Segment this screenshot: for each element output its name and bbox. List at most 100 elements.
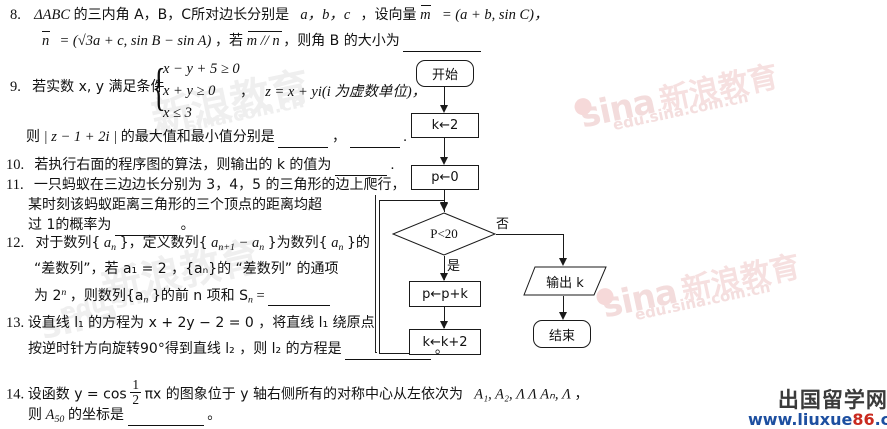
flowchart-end-node[interactable]: 结束 bbox=[533, 320, 591, 348]
q9-z-definition: ， z = x + yi(i 为虚数单位)， bbox=[240, 85, 426, 100]
q14-a-symbol: A bbox=[45, 407, 55, 423]
q9-constraint-3: x ≤ 3 bbox=[163, 106, 192, 121]
question-8-line-2: n = (√3a + c, sin B − sin A) ，若 m // n ，… bbox=[42, 31, 482, 52]
q14-points: A₁, A₂, Λ Λ Aₙ, Λ bbox=[474, 386, 571, 403]
flowchart-loopback-bottom bbox=[379, 353, 410, 354]
flowchart-loopback-left bbox=[379, 200, 380, 354]
question-11-line-2: 某时刻该蚂蚁距离三角形的三个顶点的距离均超 bbox=[28, 198, 322, 213]
sina-watermark-url: edu.sina.com.cn bbox=[611, 87, 750, 135]
flowchart-yes-label: 是 bbox=[447, 259, 461, 274]
q11-text-1: 一只蚂蚁在三边边长分别为 3，4，5 的三角形的边上爬行， bbox=[33, 177, 406, 193]
q8-text-c: ，若 bbox=[214, 33, 243, 49]
flowchart-arrow-accumulate-to-increment bbox=[440, 321, 448, 329]
liuxue-logo[interactable]: 出国留学网 www.liuxue86.com bbox=[748, 390, 887, 428]
flowchart-no-label: 否 bbox=[496, 217, 510, 232]
q9-constraint-3-text: x ≤ 3 bbox=[163, 105, 192, 121]
q10-text: 若执行右面的程序图的算法，则输出的 k 的值为 bbox=[34, 157, 332, 173]
flowchart-connector-k-to-p bbox=[444, 138, 445, 163]
q12-number: 12. bbox=[6, 235, 25, 251]
q14-text-end: ， bbox=[574, 386, 589, 403]
q9-answer-blank-1[interactable]: ______ bbox=[278, 132, 329, 148]
q12-c: a bbox=[211, 235, 219, 251]
question-11-line-3: 过 1的概率为 ________ 。 bbox=[28, 218, 195, 236]
sina-watermark-top: sina 新浪教育 edu.sina.com.cn bbox=[572, 52, 782, 137]
question-13-line-2: 按逆时针方向旋转90°得到直线 l₂ ，则 l₂ 的方程是 __________… bbox=[28, 342, 449, 360]
q10-answer-blank[interactable]: ______ bbox=[335, 160, 388, 176]
q8-answer-blank[interactable]: __________ bbox=[403, 36, 482, 52]
flowchart-output-label: 输出 k bbox=[546, 275, 584, 291]
q12-exp: n bbox=[61, 287, 67, 298]
q10-period: . bbox=[390, 157, 395, 173]
sina-watermark-url-2: edu.sina.com.cn bbox=[633, 277, 772, 325]
q9-answer-separator: ， bbox=[331, 129, 346, 145]
q9-text-maxmin: 的最大值和最小值分别是 bbox=[120, 129, 275, 145]
flowchart-connector-yes bbox=[444, 256, 445, 280]
q11-text-3: 过 1的概率为 bbox=[28, 217, 112, 233]
q14-fraction-numerator: 1 bbox=[130, 377, 141, 393]
q14-text-c: 则 bbox=[28, 407, 42, 423]
flowchart-decision-shape bbox=[392, 212, 496, 256]
flowchart-start-label: 开始 bbox=[431, 68, 458, 83]
q8-vector-m: m bbox=[420, 5, 432, 23]
q9-constraint-1: x − y + 5 ≥ 0 bbox=[163, 62, 240, 77]
q10-number: 10. bbox=[6, 157, 25, 173]
q14-text-a: 设函数 y = cos bbox=[27, 386, 127, 403]
flowchart-decision-node[interactable]: P<20 bbox=[392, 212, 496, 256]
q9-answer-blank-2[interactable]: ______ bbox=[349, 132, 400, 148]
q14-answer-blank[interactable]: __________ bbox=[127, 410, 204, 426]
q14-fraction-denominator: 2 bbox=[132, 392, 139, 407]
q9-text-lead: 若实数 x, y 满足条件 bbox=[32, 79, 165, 95]
flowchart-increment-label: k←k+2 bbox=[422, 334, 468, 350]
flowchart-init-k-node[interactable]: k←2 bbox=[411, 113, 479, 138]
flowchart-arrow-yes-to-accumulate bbox=[440, 273, 448, 281]
q12-d: − a bbox=[238, 235, 260, 251]
flowchart-accumulate-label: p←p+k bbox=[422, 286, 468, 302]
q12-s-sub-n: n bbox=[247, 294, 253, 306]
q12-text-2: “差数列”，若 a₁ = 2 ，{aₙ}的 “差数列” 的通项 bbox=[34, 261, 339, 277]
q14-a-subscript: 50 bbox=[54, 413, 65, 425]
liuxue-url-prefix: www.liuxue bbox=[748, 410, 853, 429]
flowchart-init-p-node[interactable]: p←0 bbox=[411, 165, 479, 190]
q9-system-brace: { bbox=[152, 59, 166, 116]
question-12-line-2: “差数列”，若 a₁ = 2 ，{aₙ}的 “差数列” 的通项 bbox=[34, 262, 339, 277]
q12-text-3a: 为 2 bbox=[34, 287, 62, 304]
liuxue-url-suffix: .com bbox=[874, 410, 887, 429]
flowchart-init-p-label: p←0 bbox=[431, 170, 459, 185]
question-13-line-1: 13. 设直线 l₁ 的方程为 x + 2y − 2 = 0 ，将直线 l₁ 绕… bbox=[6, 316, 375, 331]
question-12-line-1: 12. 对于数列{ an }，定义数列{ an+1 − an }为数列{ an … bbox=[6, 236, 370, 253]
q12-an: a bbox=[103, 235, 112, 251]
liuxue-url-number: 86 bbox=[852, 410, 875, 429]
q14-text-d: 的坐标是 bbox=[67, 407, 124, 423]
q12-answer-blank[interactable]: ________ bbox=[268, 291, 331, 307]
flowchart-init-k-label: k←2 bbox=[431, 118, 459, 133]
flowchart-output-shape bbox=[523, 266, 607, 296]
q12-text-b: }，定义数列{ bbox=[119, 235, 208, 251]
flowchart-output-node[interactable]: 输出 k bbox=[523, 266, 607, 296]
flowchart-arrow-start-to-k bbox=[440, 105, 448, 113]
flowchart-loopback-top bbox=[379, 200, 445, 201]
sina-logo-dot bbox=[572, 96, 594, 117]
q8-text-d: ，则角 B 的大小为 bbox=[283, 33, 400, 49]
q8-number: 8. bbox=[10, 7, 21, 23]
q13-answer-blank[interactable]: ____________ bbox=[345, 344, 432, 360]
q8-text-b: ，设向量 bbox=[360, 7, 417, 23]
q12-text-d: }的 bbox=[347, 235, 370, 251]
q12-text-3c: }的前 n 项和 S bbox=[151, 287, 248, 304]
page-divider-right bbox=[375, 195, 376, 353]
q13-number: 13. bbox=[6, 315, 25, 331]
q8-vector-n: n bbox=[42, 31, 50, 49]
q13-period: 。 bbox=[434, 341, 449, 357]
flowchart-connector-accumulate-to-increment bbox=[444, 307, 445, 328]
q8-vars: a，b，c bbox=[300, 7, 351, 23]
q11-answer-blank[interactable]: ________ bbox=[114, 220, 177, 236]
page-divider-bottom bbox=[375, 352, 377, 353]
q11-number: 11. bbox=[6, 177, 24, 193]
flowchart-start-node[interactable]: 开始 bbox=[416, 60, 474, 87]
q14-number: 14. bbox=[6, 386, 25, 403]
flowchart-end-label: 结束 bbox=[548, 328, 575, 344]
flowchart-accumulate-node[interactable]: p←p+k bbox=[409, 281, 481, 307]
flowchart-increment-node[interactable]: k←k+2 bbox=[409, 329, 481, 355]
sina-watermark-cn-2: 新浪教育 bbox=[678, 249, 804, 309]
question-9-lead: 9. 若实数 x, y 满足条件 bbox=[10, 80, 165, 95]
sina-watermark-cn: 新浪教育 bbox=[656, 59, 782, 119]
